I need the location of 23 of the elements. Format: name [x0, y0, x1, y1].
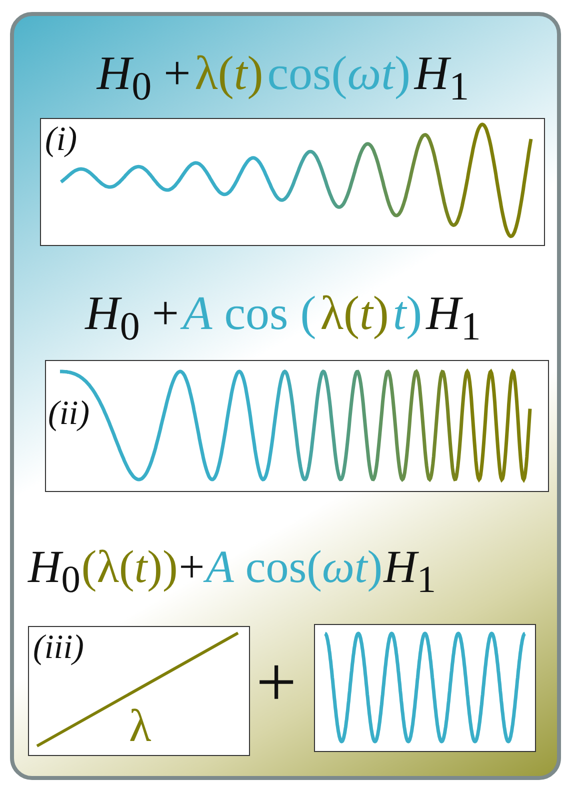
formula-term: H$_{0}$ + [96, 48, 191, 109]
plus-sign: + [256, 646, 297, 718]
formula-term: + [178, 542, 205, 593]
formula-term: t) [392, 288, 422, 341]
plot-panel [28, 626, 250, 756]
formula-term: λ(t) [194, 48, 264, 101]
panel-label: (i) [45, 123, 78, 157]
formula-term: H$_{0}$ [28, 542, 80, 602]
plot-panel [40, 118, 545, 246]
formula-term: A cos ( [182, 288, 316, 341]
symbol-label: λ [129, 703, 152, 749]
plot-panel [45, 360, 549, 492]
panel-label: (ii) [48, 397, 90, 431]
formula-term: A cos(ωt) [206, 542, 383, 593]
formula-term: cos(ωt) [267, 48, 410, 101]
formula-term: (λ(t)) [81, 542, 178, 593]
formula-term: H$_{0}$ + [85, 288, 179, 349]
formula-term: H$_{1}$ [426, 288, 481, 349]
formula-term: H$_{1}$ [384, 542, 436, 602]
panel-label: (iii) [33, 631, 84, 665]
plot-panel [314, 624, 536, 752]
formula-term: λ(t) [320, 288, 389, 341]
formula-term: H$_{1}$ [414, 48, 470, 109]
